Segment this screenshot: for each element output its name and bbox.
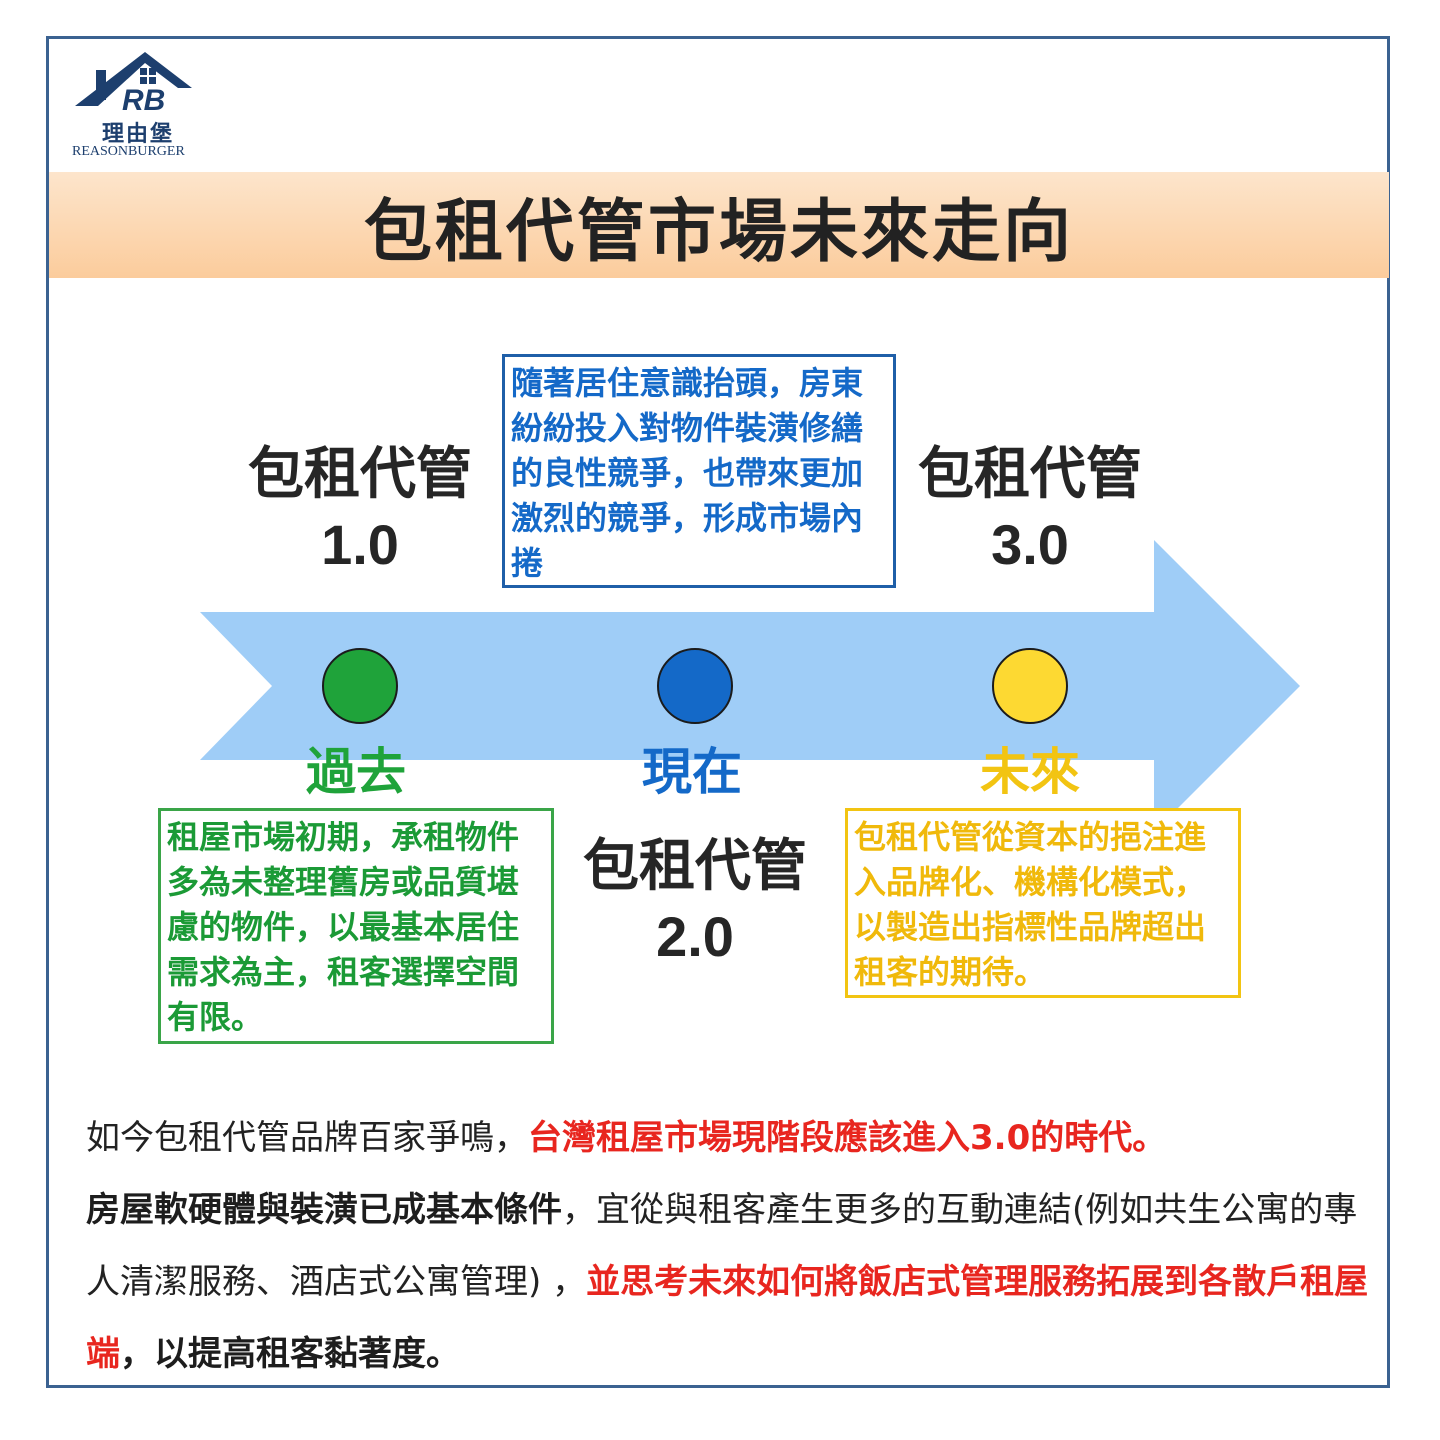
outer-frame [46, 36, 1390, 1388]
stage-2-version: 2.0 [656, 905, 734, 968]
era-present: 現在 [642, 743, 742, 801]
present-dot [657, 648, 733, 724]
summary-sentence-1: 如今包租代管品牌百家爭鳴， [86, 1118, 528, 1158]
title-banner: 包租代管市場未來走向 [49, 172, 1389, 278]
future-description-box: 包租代管從資本的挹注進入品牌化、機構化模式，以製造出指標性品牌超出租客的期待。 [845, 808, 1241, 998]
stage-2-name: 包租代管 [583, 834, 807, 899]
stage-1-version: 1.0 [321, 513, 399, 576]
summary-highlight-1: 台灣租屋市場現階段應該進入3.0的時代。 [528, 1118, 1167, 1158]
logo-name-en: REASONBURGER [72, 144, 185, 159]
arrow-shape [200, 540, 1300, 832]
stage-1-name: 包租代管 [248, 442, 472, 507]
summary-sentence-2: ，宜從與租客產生更多的互動連結(例如共生公寓的專人清潔服務、酒店式公寓管理) ， [86, 1190, 1358, 1302]
page-title: 包租代管市場未來走向 [363, 192, 1074, 272]
present-description-box: 隨著居住意識抬頭，房東紛紛投入對物件裝潢修繕的良性競爭，也帶來更加激烈的競爭，形… [502, 354, 896, 588]
stage-3-name: 包租代管 [918, 442, 1142, 507]
era-past: 過去 [306, 743, 406, 801]
stage-1-label: 包租代管 1.0 [230, 440, 490, 580]
era-future: 未來 [980, 743, 1080, 801]
logo-name-cn: 理由堡 [102, 121, 175, 147]
stage-3-version: 3.0 [991, 513, 1069, 576]
summary-paragraph: 如今包租代管品牌百家爭鳴，台灣租屋市場現階段應該進入3.0的時代。 房屋軟硬體與… [86, 1102, 1376, 1390]
past-description-box: 租屋市場初期，承租物件多為未整理舊房或品質堪慮的物件，以最基本居住需求為主，租客… [158, 808, 554, 1044]
house-logo-icon: RB [75, 52, 192, 117]
past-dot [322, 648, 398, 724]
logo-mark-text: RB [122, 84, 165, 117]
stage-3-label: 包租代管 3.0 [900, 440, 1160, 580]
stage-2-label: 包租代管 2.0 [565, 832, 825, 972]
summary-highlight-2: 並思考未來如何將飯店式管理服務拓展到各散戶租屋端 [86, 1262, 1369, 1374]
future-dot [992, 648, 1068, 724]
summary-bold-2: ，以提高租客黏著度。 [120, 1334, 460, 1374]
summary-bold-1: 房屋軟硬體與裝潢已成基本條件 [86, 1190, 562, 1230]
